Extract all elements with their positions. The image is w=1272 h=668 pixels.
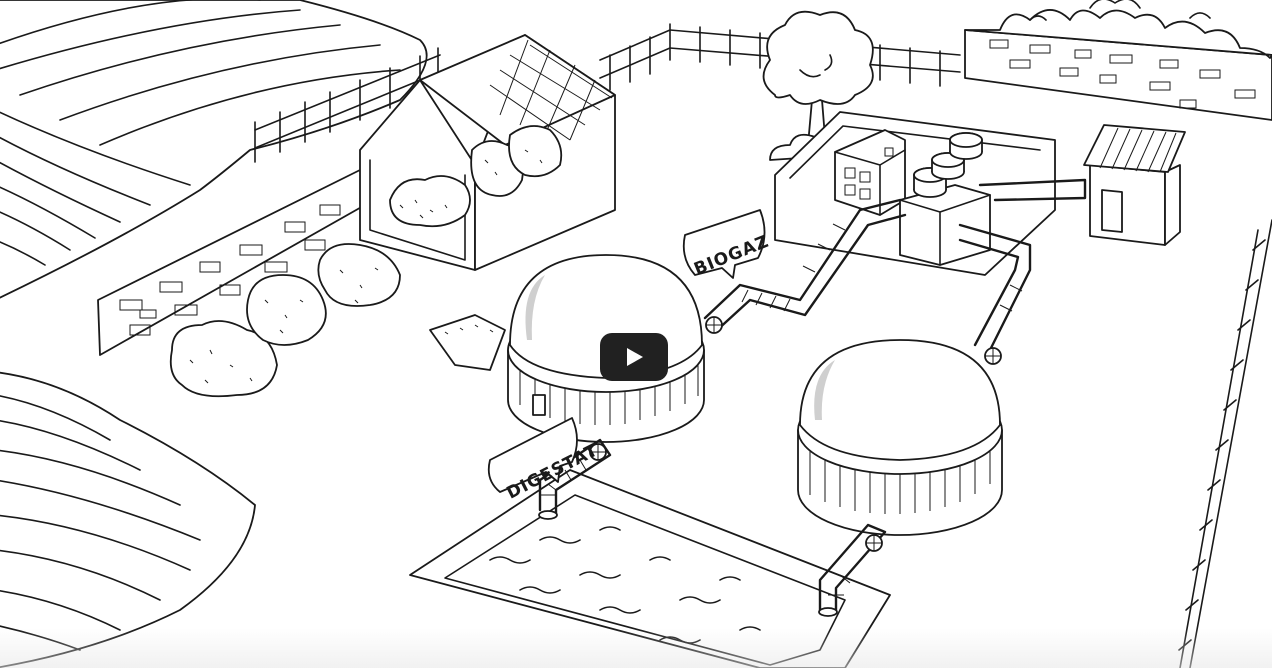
feed-hopper: [430, 315, 505, 370]
fence-right: [1179, 220, 1272, 668]
pipes: [705, 180, 1085, 364]
play-button[interactable]: [600, 333, 668, 381]
biomass-piles: [171, 244, 400, 396]
digestate-pipes: [539, 440, 885, 616]
stone-wall-right: [965, 0, 1272, 120]
biogas-label-bubble: BIOGAZ: [684, 210, 772, 280]
field-bottom-left: [0, 372, 255, 668]
digester-tank-secondary: [798, 340, 1002, 535]
storage-shelter: [360, 35, 615, 270]
field-top-left: [0, 0, 427, 300]
play-icon: [627, 348, 643, 366]
control-building: [775, 112, 1055, 275]
shed: [1084, 125, 1185, 245]
